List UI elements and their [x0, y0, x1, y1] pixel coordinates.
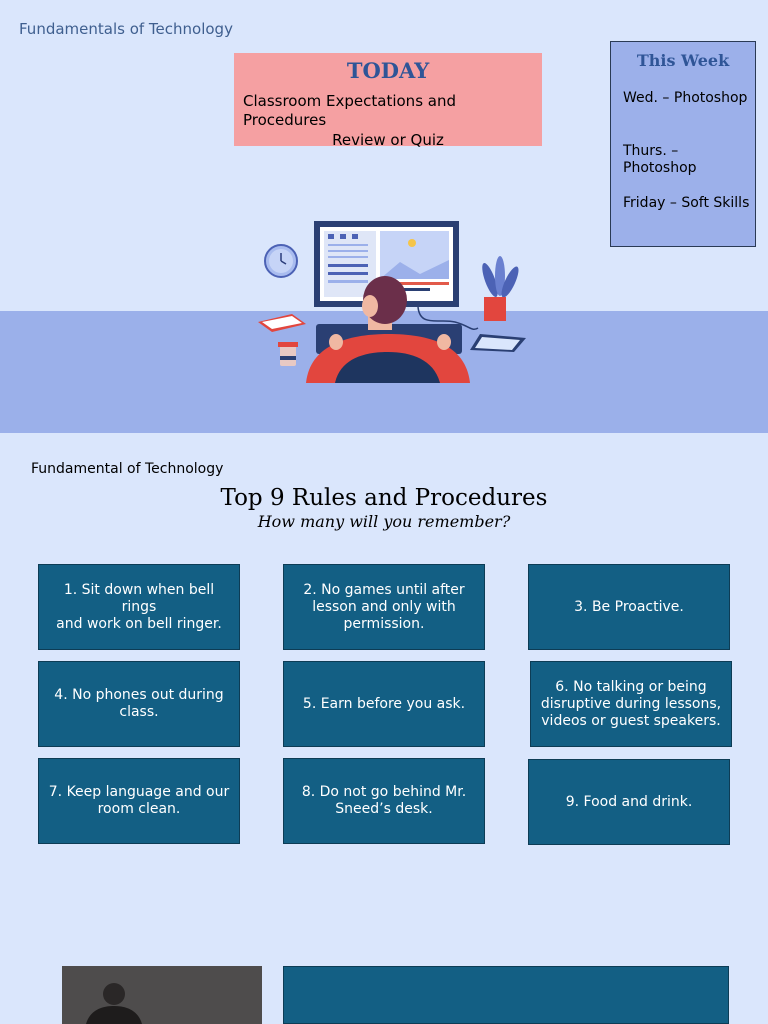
- today-title: TODAY: [346, 58, 430, 83]
- bottom-banner: [283, 966, 729, 1024]
- today-box: TODAY Classroom Expectations and Procedu…: [234, 53, 542, 149]
- book-icon: [258, 314, 306, 332]
- rule-card-4: 4. No phones out during class.: [38, 661, 240, 747]
- rule-card-6: 6. No talking or being disruptive during…: [530, 661, 732, 747]
- tablet-icon: [470, 334, 526, 352]
- plant-icon: [482, 256, 519, 321]
- rule-card-7: 7. Keep language and our room clean.: [38, 758, 240, 844]
- rule-card-3: 3. Be Proactive.: [528, 564, 730, 650]
- rule-card-9: 9. Food and drink.: [528, 759, 730, 845]
- rule-card-1: 1. Sit down when bell rings and work on …: [38, 564, 240, 650]
- student-figure: [306, 276, 470, 383]
- person-silhouette-image: [62, 966, 262, 1024]
- week-item-thursday: Thurs. – Photoshop: [623, 143, 697, 176]
- rule-card-2: 2. No games until after lesson and only …: [283, 564, 485, 650]
- rule-card-5: 5. Earn before you ask.: [283, 661, 485, 747]
- week-item-friday: Friday – Soft Skills: [623, 195, 750, 211]
- week-item-wednesday: Wed. – Photoshop: [623, 90, 748, 106]
- section-course-label: Fundamental of Technology: [31, 461, 224, 477]
- rule-card-8: 8. Do not go behind Mr. Sneed’s desk.: [283, 758, 485, 844]
- today-agenda-item: Review or Quiz: [332, 131, 444, 149]
- rules-title: Top 9 Rules and Procedures: [220, 485, 548, 511]
- student-at-computer-illustration: [258, 221, 526, 383]
- coffee-cup-icon: [278, 342, 298, 366]
- monitor-icon: [314, 221, 459, 307]
- this-week-box: This Week Wed. – Photoshop Thurs. – Phot…: [610, 41, 756, 247]
- today-agenda-item: Classroom Expectations and Procedures: [243, 92, 456, 129]
- clock-icon: [264, 244, 298, 278]
- presenter-photo: [62, 966, 262, 1024]
- this-week-title: This Week: [636, 51, 730, 70]
- course-label: Fundamentals of Technology: [19, 20, 233, 38]
- rules-subtitle: How many will you remember?: [257, 512, 511, 531]
